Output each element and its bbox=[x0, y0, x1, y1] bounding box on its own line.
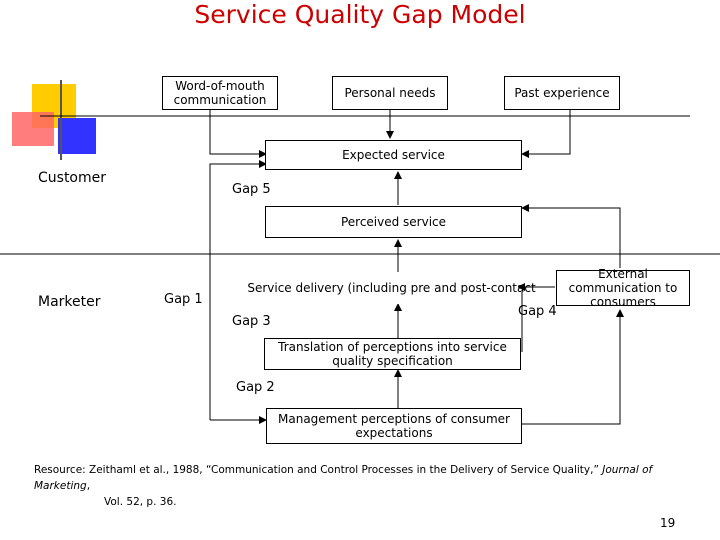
translation-box: Translation of perceptions into service … bbox=[264, 338, 521, 370]
page-title: Service Quality Gap Model bbox=[194, 0, 526, 29]
arrow-external-expected bbox=[521, 204, 621, 268]
gap5-left bbox=[209, 160, 267, 420]
past-experience-box: Past experience bbox=[504, 76, 620, 110]
personal-needs-box: Personal needs bbox=[332, 76, 448, 110]
marketer-label: Marketer bbox=[38, 294, 101, 310]
service-delivery-box: Service delivery (including pre and post… bbox=[247, 272, 536, 304]
arrow-wom-expected bbox=[209, 108, 267, 158]
decorative-blue-square bbox=[58, 118, 96, 154]
perceived-service-box: Perceived service bbox=[265, 206, 522, 238]
source-citation: Resource: Zeithaml et al., 1988, “Commun… bbox=[34, 462, 694, 510]
source-suffix: , bbox=[86, 480, 91, 492]
arrow-past-expected bbox=[521, 108, 571, 158]
decorative-red-square bbox=[12, 112, 54, 146]
source-prefix: Resource: Zeithaml et al., 1988, “Commun… bbox=[34, 464, 603, 476]
customer-label: Customer bbox=[38, 170, 107, 186]
gap5-label: Gap 5 bbox=[232, 182, 271, 197]
expected-service-box: Expected service bbox=[265, 140, 522, 170]
gap2-label: Gap 2 bbox=[236, 380, 275, 395]
gap4-label: Gap 4 bbox=[518, 304, 557, 319]
source-journal: Journal of Marketing bbox=[34, 464, 653, 492]
arrow-management-external bbox=[522, 309, 624, 425]
decorative-vertical-rule bbox=[60, 80, 62, 160]
page-number: 19 bbox=[660, 516, 676, 530]
external-communication-box: External communication to consumers bbox=[556, 267, 690, 309]
gap1-label: Gap 1 bbox=[164, 292, 203, 307]
source-volume: Vol. 52, p. 36. bbox=[104, 496, 177, 508]
management-perceptions-box: Management perceptions of consumer expec… bbox=[266, 408, 522, 444]
word-of-mouth-box: Word-of-mouth communication bbox=[162, 76, 278, 110]
gap3-label: Gap 3 bbox=[232, 314, 271, 329]
